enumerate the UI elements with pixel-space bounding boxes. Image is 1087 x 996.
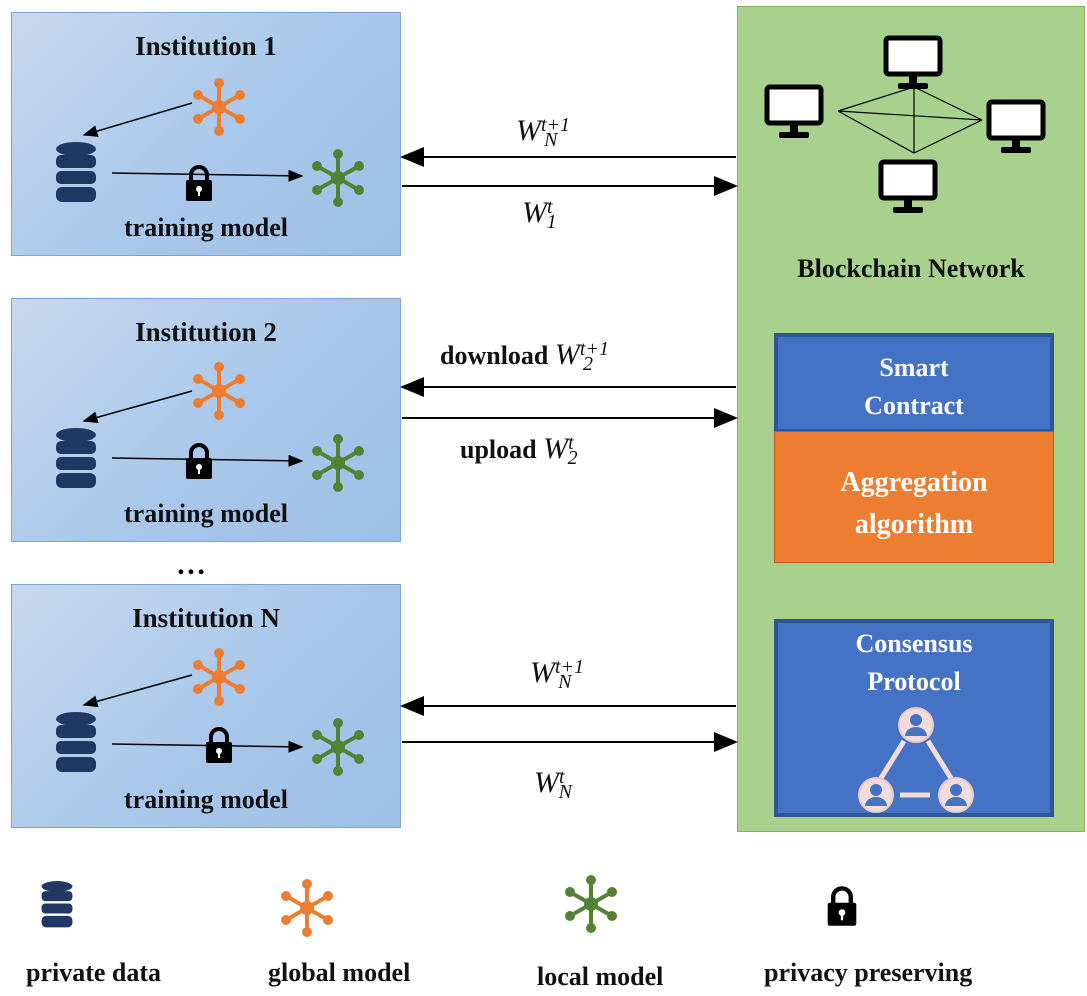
- ellipsis: …: [176, 548, 209, 581]
- training-model-label: training model: [124, 499, 288, 528]
- weight-label-row1-up: Wt1: [522, 196, 557, 233]
- institution-2-panel: Institution 2 training model: [11, 298, 401, 542]
- blockchain-network-panel: Blockchain Network Smart Contract Aggreg…: [737, 6, 1085, 832]
- consensus-line1: Consensus: [855, 629, 973, 658]
- peer-network: [837, 86, 983, 154]
- aggregation-algorithm-box: Aggregation algorithm: [774, 431, 1054, 563]
- legend-privacy-lock-icon: [824, 884, 860, 928]
- legend-local-model-icon: [561, 874, 621, 934]
- weight-label-row2-up: upload Wt2: [460, 432, 578, 469]
- smart-contract-line2: Contract: [864, 391, 964, 420]
- internal-arrows: [82, 674, 304, 753]
- blockchain-network-label: Blockchain Network: [797, 254, 1025, 283]
- institution-n-panel: Institution N training model: [11, 584, 401, 828]
- institution-title: Institution 1: [135, 31, 277, 61]
- legend-private-data-label: private data: [26, 958, 162, 987]
- internal-arrows: [82, 102, 304, 182]
- institution-title: Institution 2: [135, 317, 277, 347]
- aggregation-line1: Aggregation: [840, 467, 988, 498]
- aggregation-line2: algorithm: [854, 509, 974, 540]
- weight-label-row3-down: Wt+1N: [530, 656, 585, 693]
- weight-label-row3-up: WtN: [534, 766, 572, 803]
- institution-title: Institution N: [132, 603, 280, 633]
- legend-local-model-label: local model: [537, 962, 664, 991]
- training-model-label: training model: [124, 213, 288, 242]
- consensus-network-icon: [858, 707, 974, 813]
- legend-privacy-preserving-label: privacy preserving: [764, 958, 973, 987]
- smart-contract-box: Smart Contract: [774, 333, 1054, 433]
- institution-1-panel: Institution 1 training model: [11, 12, 401, 256]
- consensus-line2: Protocol: [867, 667, 961, 696]
- internal-arrows: [82, 390, 304, 467]
- legend-global-model-icon: [277, 878, 337, 938]
- smart-contract-line1: Smart: [879, 353, 949, 382]
- training-model-label: training model: [124, 785, 288, 814]
- weight-label-row2-down: download Wt+12: [440, 338, 609, 375]
- legend-private-data-icon: [40, 880, 74, 930]
- legend-global-model-label: global model: [268, 958, 411, 987]
- weight-label-row1-down: Wt+1N: [516, 114, 571, 151]
- consensus-protocol-box: Consensus Protocol: [774, 619, 1054, 817]
